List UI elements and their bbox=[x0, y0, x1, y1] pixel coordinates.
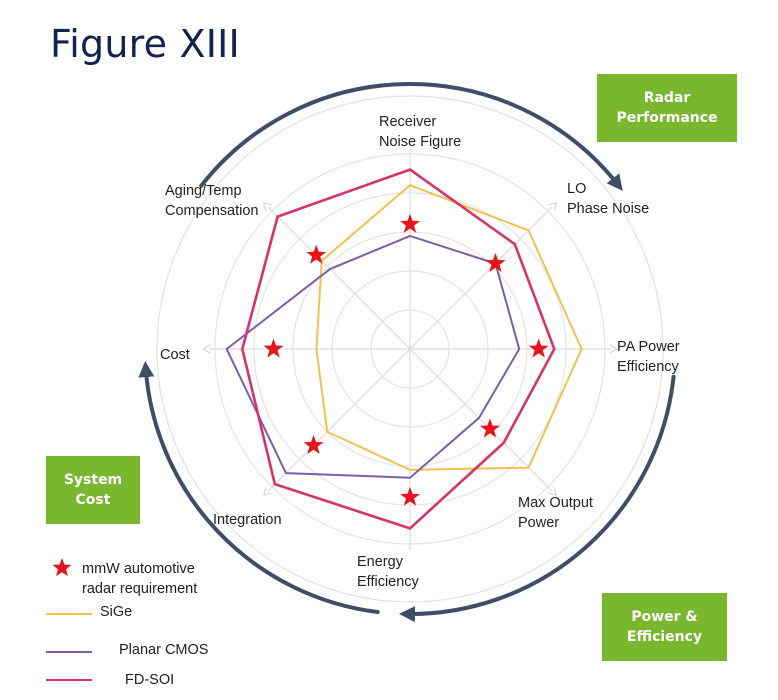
requirement-star-point bbox=[263, 338, 284, 358]
axis-arrowhead bbox=[609, 344, 618, 354]
requirement-star-point bbox=[400, 213, 420, 233]
axis-arrowhead bbox=[548, 487, 557, 496]
axis-label-line: Noise Figure bbox=[379, 134, 461, 150]
axis-label-line: Receiver bbox=[379, 114, 436, 130]
axis-label-line: LO bbox=[567, 181, 586, 197]
axis-label-line: Phase Noise bbox=[567, 201, 649, 217]
category-arc bbox=[199, 82, 623, 191]
legend-requirement-label: mmW automotive radar requirement bbox=[82, 561, 197, 597]
fd_soi-series-line bbox=[240, 168, 556, 530]
sige-series-line bbox=[315, 184, 583, 471]
planar_cmos-series-line bbox=[225, 234, 521, 479]
requirement-star-point bbox=[528, 338, 549, 358]
axis-arrowhead bbox=[548, 202, 557, 211]
system-cost-badge: System Cost bbox=[46, 456, 140, 524]
axis-label-line: Compensation bbox=[165, 203, 259, 219]
category-arcs bbox=[138, 82, 676, 623]
axis-label-line: Energy bbox=[357, 554, 404, 570]
axis-label: Integration bbox=[213, 512, 282, 528]
axis-label-line: Efficiency bbox=[617, 359, 680, 375]
legend: mmW automotive radar requirementSiGePlana… bbox=[46, 558, 208, 688]
badge-line: Radar bbox=[643, 90, 691, 106]
fd_soi-legend-label: FD-SOI bbox=[125, 672, 174, 688]
axis-label: Cost bbox=[160, 347, 190, 363]
axis-arrowhead bbox=[263, 487, 272, 496]
figure-title: Figure XIII bbox=[50, 22, 240, 66]
requirement-star-point bbox=[303, 435, 324, 454]
outer-ring bbox=[156, 95, 664, 603]
legend-star-icon bbox=[52, 558, 72, 577]
sige-legend-label: SiGe bbox=[100, 604, 132, 620]
axis-spoke bbox=[267, 348, 411, 492]
planar_cmos-legend-label: Planar CMOS bbox=[119, 642, 208, 658]
axis-label-line: Cost bbox=[160, 347, 190, 363]
badge-line: Performance bbox=[616, 110, 718, 126]
axis-label-line: Efficiency bbox=[357, 574, 420, 590]
power-efficiency-badge: Power & Efficiency bbox=[602, 593, 727, 661]
axis-spoke bbox=[267, 206, 411, 350]
axis-label-line: PA Power bbox=[617, 339, 680, 355]
axis-label-line: Power bbox=[518, 515, 559, 531]
requirement-star-point bbox=[485, 253, 506, 272]
legend-label-line: mmW automotive bbox=[82, 561, 195, 577]
axis-label-line: Integration bbox=[213, 512, 282, 528]
badge-line: System bbox=[63, 472, 123, 488]
axis-label: LO Phase Noise bbox=[567, 181, 649, 217]
radar-series bbox=[225, 168, 583, 530]
badge-line: Efficiency bbox=[626, 629, 703, 645]
badge-line: Power & bbox=[631, 609, 698, 625]
requirement-star-point bbox=[400, 486, 420, 506]
radar-performance-badge: Radar Performance bbox=[597, 74, 737, 142]
axis-label-line: Aging/Temp bbox=[165, 183, 242, 199]
category-arc bbox=[398, 374, 676, 623]
requirement-star-point bbox=[306, 244, 327, 264]
requirement-star-point bbox=[480, 418, 500, 438]
legend-label-line: radar requirement bbox=[82, 581, 197, 597]
category-arc bbox=[138, 361, 380, 615]
badge-line: Cost bbox=[75, 492, 111, 508]
axis-arrowhead bbox=[202, 344, 211, 354]
axis-arrowhead bbox=[263, 202, 272, 211]
axis-label-line: Max Output bbox=[518, 495, 593, 511]
axis-spoke bbox=[409, 206, 553, 350]
requirement-stars bbox=[263, 213, 549, 506]
